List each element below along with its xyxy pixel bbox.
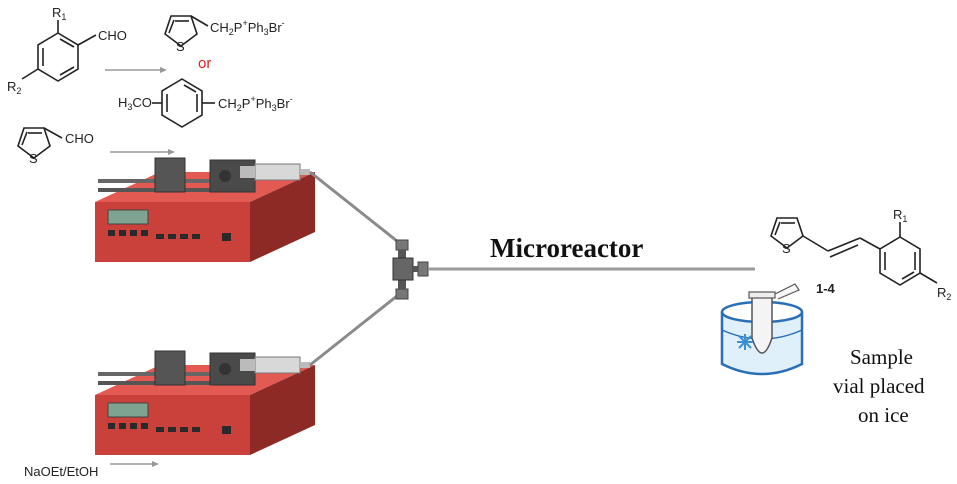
methoxybenzyl-ring bbox=[152, 78, 215, 128]
snowflake-icon bbox=[737, 334, 753, 350]
product-s: S bbox=[782, 241, 791, 256]
microreactor-label: Microreactor bbox=[490, 233, 643, 263]
phosphonium-1-label: CH2P+Ph3Br- bbox=[210, 18, 285, 37]
thiophene-carbaldehyde-structure bbox=[17, 127, 63, 159]
t-mixer bbox=[392, 239, 429, 300]
syringe-pump-2 bbox=[95, 350, 315, 455]
ice-bath-icon bbox=[720, 283, 804, 376]
tubing bbox=[309, 170, 403, 367]
product-r1: R1 bbox=[893, 207, 907, 224]
reagent-arrow-3 bbox=[110, 461, 159, 467]
thiophene-s-2: S bbox=[29, 151, 38, 166]
or-text: or bbox=[198, 55, 211, 72]
benzaldehyde-structure bbox=[21, 20, 97, 82]
compound-number: 1-4 bbox=[816, 281, 836, 296]
base-reagent-label: NaOEt/EtOH bbox=[24, 464, 98, 479]
sample-note-line-2: vial placed bbox=[833, 374, 925, 398]
cho-label-top: CHO bbox=[98, 28, 127, 43]
methoxy-label: H3CO bbox=[118, 95, 152, 112]
r1-label: R1 bbox=[52, 5, 66, 22]
syringe-pump-1 bbox=[95, 157, 315, 262]
reagent-arrow-2 bbox=[110, 149, 175, 155]
sample-note-line-3: on ice bbox=[858, 403, 909, 427]
cho-label-thiophene: CHO bbox=[65, 131, 94, 146]
phosphonium-2-label: CH2P+Ph3Br- bbox=[218, 94, 293, 113]
product-r2: R2 bbox=[937, 285, 951, 302]
reagent-arrow-1 bbox=[105, 67, 167, 73]
sample-note-line-1: Sample bbox=[850, 345, 913, 369]
r2-label: R2 bbox=[7, 79, 21, 96]
thiophene-s-1: S bbox=[176, 39, 185, 54]
thiophene-phosphonium-structure bbox=[164, 15, 209, 47]
product-structure bbox=[770, 217, 938, 286]
